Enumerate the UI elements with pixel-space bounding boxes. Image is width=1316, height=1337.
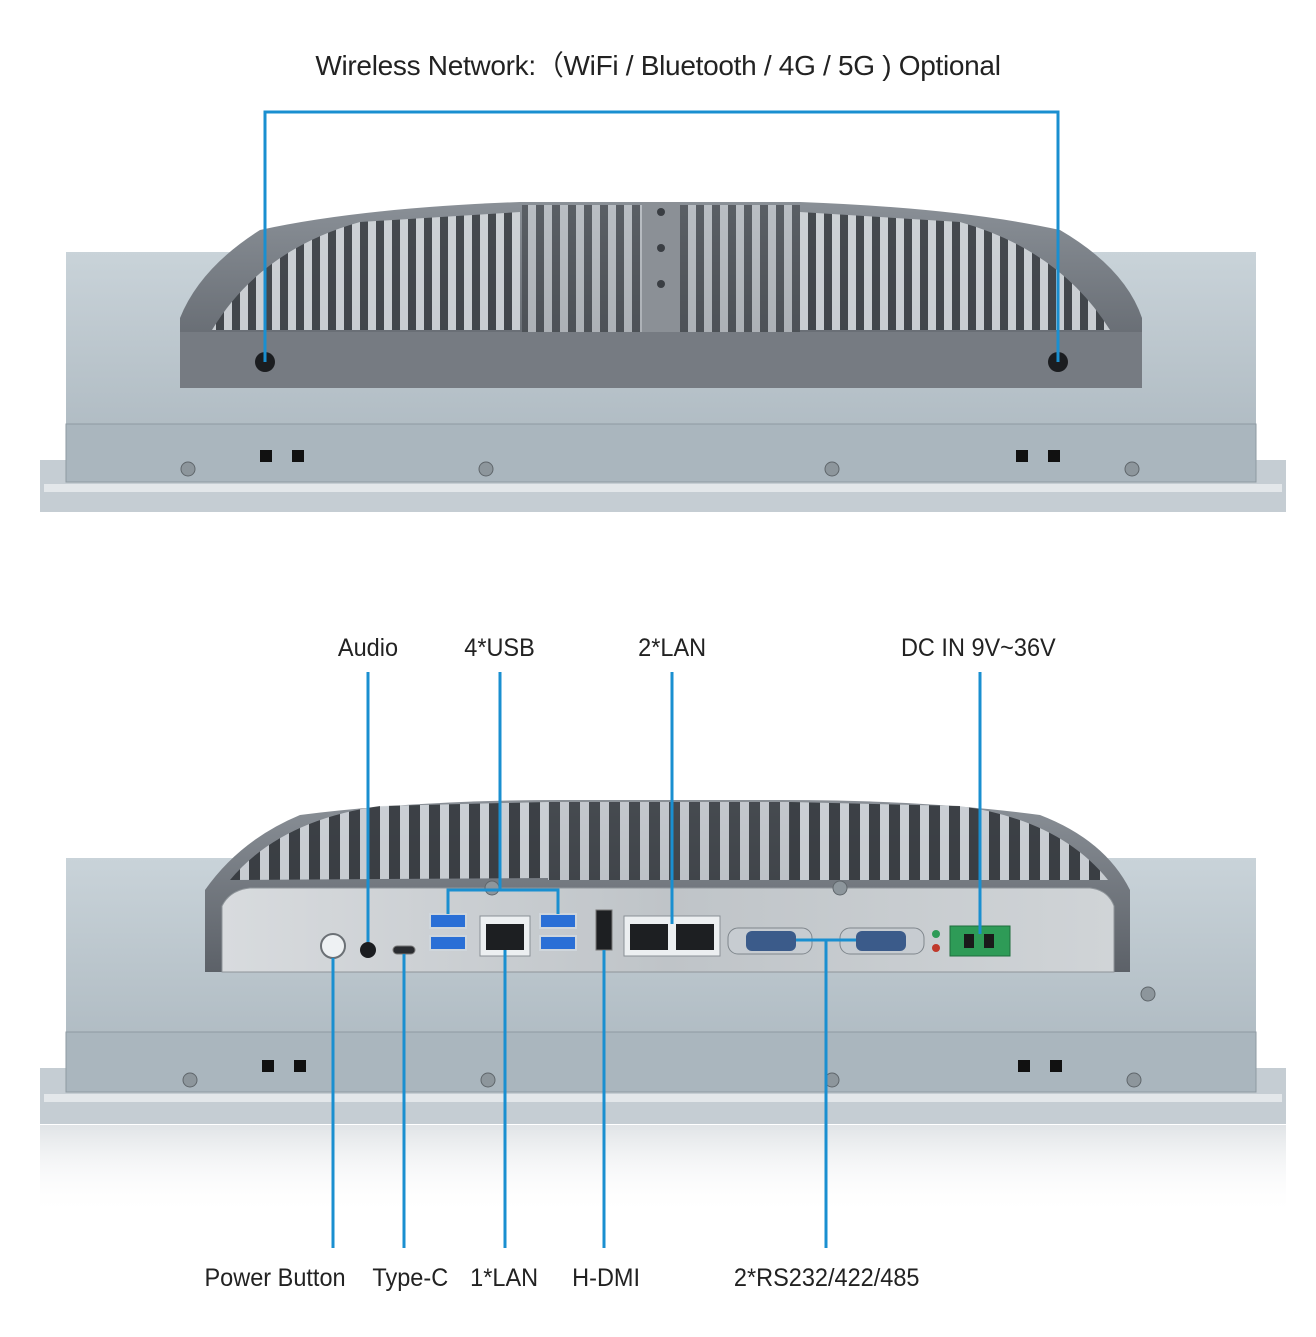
lan1-label: 1*LAN — [470, 1264, 539, 1292]
power-button-label: Power Button — [204, 1264, 346, 1292]
type-c-label: Type-C — [372, 1264, 449, 1292]
top-view-device — [40, 202, 1286, 512]
type-c-port — [392, 945, 416, 955]
callout-lines — [331, 672, 982, 1248]
hdmi-port — [595, 909, 613, 951]
bottom-view-device — [40, 800, 1286, 1215]
usb-ports-left — [429, 913, 467, 951]
wireless-network-title: Wireless Network:（WiFi / Bluetooth / 4G … — [315, 50, 1001, 81]
usb-ports-right — [539, 913, 577, 951]
lan2-label: 2*LAN — [638, 634, 707, 662]
lan-port-single — [479, 915, 531, 957]
power-button-port — [320, 933, 346, 959]
reflection — [40, 1125, 1286, 1215]
audio-jack — [360, 942, 376, 958]
usb-callout-line — [446, 672, 502, 914]
hdmi-label: H-DMI — [572, 1264, 641, 1292]
serial-ports — [727, 927, 925, 955]
audio-label: Audio — [337, 634, 399, 662]
serial-label: 2*RS232/422/485 — [733, 1264, 920, 1292]
usb-label: 4*USB — [464, 634, 535, 662]
dc-in-label: DC IN 9V~36V — [900, 634, 1056, 662]
wireless-callout-line — [263, 110, 1060, 362]
